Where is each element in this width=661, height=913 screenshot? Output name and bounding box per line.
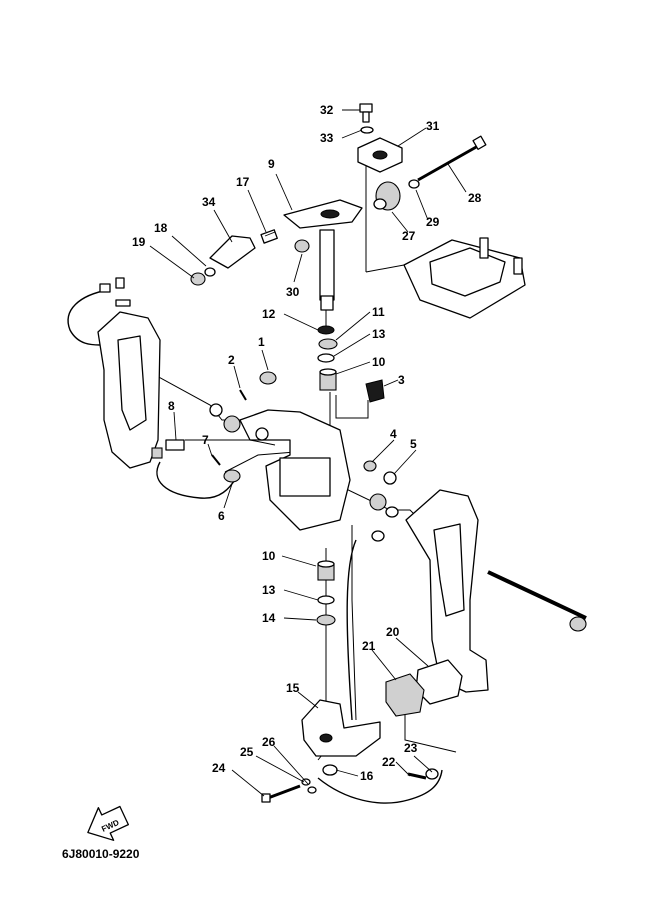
part-10-bushing-lower xyxy=(317,560,335,581)
part-18-washer xyxy=(204,267,216,277)
callout-26: 26 xyxy=(262,735,276,749)
callout-15: 15 xyxy=(286,681,300,695)
callout-28: 28 xyxy=(468,191,482,205)
part-16-clip xyxy=(322,764,338,776)
part-17-spring xyxy=(260,229,278,244)
steering-shaft xyxy=(319,229,335,311)
tilt-rod xyxy=(487,570,587,632)
part-8-bolt xyxy=(151,439,185,459)
callout-9: 9 xyxy=(268,157,275,171)
part-5-bolt xyxy=(383,471,397,485)
callout-32: 32 xyxy=(320,103,334,117)
callout-27: 27 xyxy=(402,229,416,243)
callout-19: 19 xyxy=(132,235,146,249)
part-27-mount-rubber xyxy=(373,181,401,211)
callout-21: 21 xyxy=(362,639,376,653)
part-28-through-bolt xyxy=(417,135,487,182)
callout-25: 25 xyxy=(240,745,254,759)
wire-harness xyxy=(67,289,443,804)
callout-18: 18 xyxy=(154,221,168,235)
callout-10-upper: 10 xyxy=(372,355,386,369)
part-3-pad xyxy=(365,379,385,403)
part-14-washer xyxy=(316,614,336,626)
callout-22: 22 xyxy=(382,755,396,769)
wire-connector xyxy=(99,277,125,293)
fwd-arrow-icon: FWD xyxy=(87,805,130,841)
callout-leaders xyxy=(149,109,467,797)
callout-13-upper: 13 xyxy=(372,327,386,341)
callout-labels: 32 33 31 9 17 34 18 19 30 28 29 27 12 11… xyxy=(132,103,482,783)
callout-11: 11 xyxy=(372,305,385,319)
part-7-bolt xyxy=(211,454,221,466)
swivel-collar xyxy=(369,493,387,511)
upper-mount-bracket xyxy=(403,237,526,319)
callout-31: 31 xyxy=(426,119,440,133)
callout-33: 33 xyxy=(320,131,334,145)
part-21-mount-rubber xyxy=(385,673,425,717)
callout-13-lower: 13 xyxy=(262,583,276,597)
part-34-plate xyxy=(209,235,256,269)
callout-3: 3 xyxy=(398,373,405,387)
part-32-bolt xyxy=(359,103,373,123)
diagram-part-code: 6J80010-9220 xyxy=(62,847,140,861)
part-15-lower-bracket xyxy=(301,699,381,757)
part-23-washer xyxy=(425,768,439,780)
part-11-bushing xyxy=(318,338,338,350)
swivel-washer xyxy=(385,506,399,518)
callout-14: 14 xyxy=(262,611,276,625)
callout-5: 5 xyxy=(410,437,417,451)
part-33-washer xyxy=(360,126,374,134)
part-9-steering-arm xyxy=(283,199,363,229)
callout-6: 6 xyxy=(218,509,225,523)
callout-7: 7 xyxy=(202,433,209,447)
part-30-nut xyxy=(294,239,310,253)
part-29-washer xyxy=(408,179,420,189)
callout-17: 17 xyxy=(236,175,250,189)
callout-2: 2 xyxy=(228,353,235,367)
part-13-oring-lower xyxy=(317,595,335,605)
cable-grommet xyxy=(371,530,385,542)
callout-8: 8 xyxy=(168,399,175,413)
callout-4: 4 xyxy=(390,427,397,441)
callout-1: 1 xyxy=(258,335,265,349)
part-13-oring-upper xyxy=(317,353,335,363)
callout-12: 12 xyxy=(262,307,276,321)
callout-16: 16 xyxy=(360,769,374,783)
callout-30: 30 xyxy=(286,285,300,299)
callout-20: 20 xyxy=(386,625,400,639)
part-2-screw xyxy=(239,389,247,401)
callout-10-lower: 10 xyxy=(262,549,276,563)
part-24-bolt xyxy=(261,784,301,803)
callout-34: 34 xyxy=(202,195,216,209)
part-4-washer xyxy=(363,460,377,472)
part-6-clamp xyxy=(223,469,241,483)
left-clamp-bracket xyxy=(97,299,161,469)
callout-29: 29 xyxy=(426,215,440,229)
right-clamp-bracket xyxy=(405,489,489,693)
part-31-mount-cap xyxy=(357,137,403,173)
part-10-bushing-upper xyxy=(319,368,337,391)
callout-23: 23 xyxy=(404,741,418,755)
part-26-washer xyxy=(307,786,317,794)
swivel-bracket xyxy=(209,403,351,531)
part-19-nut xyxy=(190,272,206,286)
part-1-clamp xyxy=(259,371,277,385)
part-12-washer xyxy=(317,325,335,335)
callout-24: 24 xyxy=(212,761,226,775)
part-22-bolt xyxy=(407,772,427,780)
